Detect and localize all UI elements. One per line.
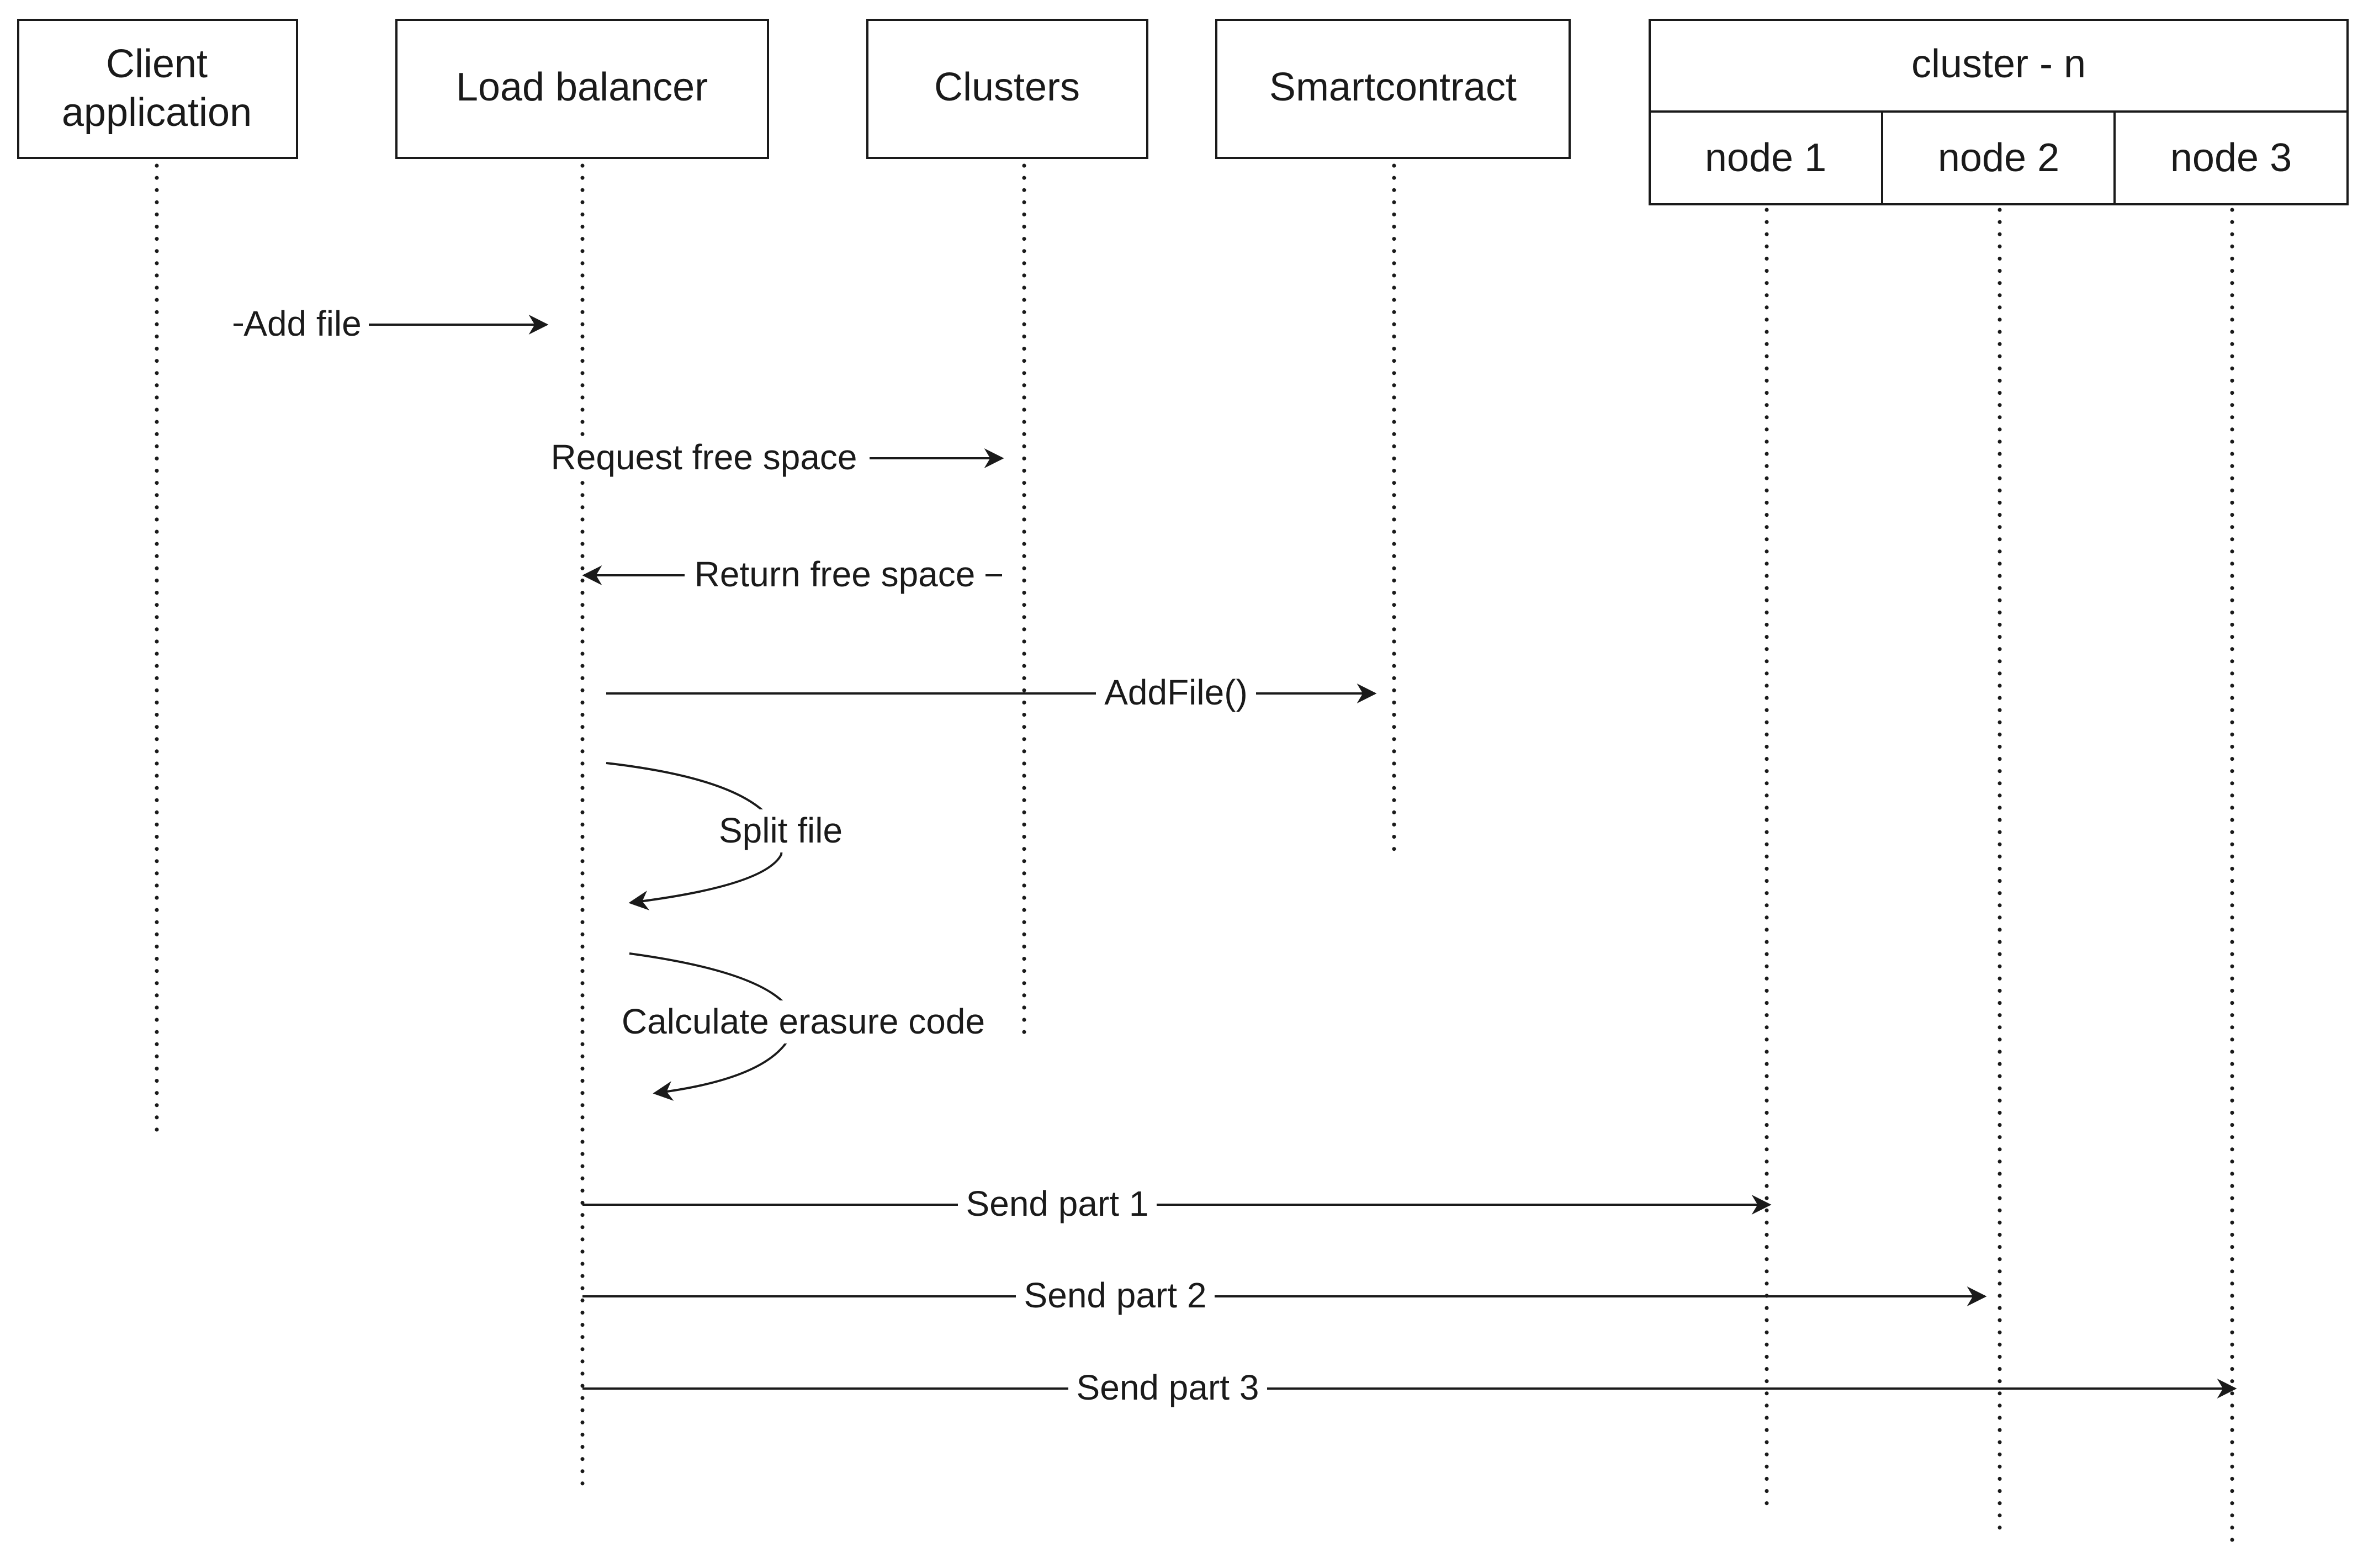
message-calculate-erasure-code-label: Calculate erasure code — [622, 1002, 985, 1041]
message-send-part-1: Send part 1 — [582, 1183, 1772, 1226]
participant-client-label-line2: application — [62, 91, 252, 135]
message-send-part-3: Send part 3 — [582, 1366, 2237, 1410]
node-3-label: node 3 — [2170, 136, 2292, 180]
message-split-file-label: Split file — [719, 811, 843, 850]
participant-load-balancer: Load balancer — [395, 19, 769, 159]
message-send-part-2: Send part 2 — [582, 1274, 1987, 1317]
message-send-part-1-label: Send part 1 — [966, 1184, 1149, 1223]
node-1-label: node 1 — [1705, 136, 1826, 180]
participant-smartcontract-label: Smartcontract — [1269, 65, 1517, 109]
participant-client-label-line1: Client — [106, 42, 208, 86]
message-request-free-space-label: Request free space — [551, 437, 857, 477]
message-return-free-space: Return free space — [582, 553, 1002, 596]
participant-client: Client application — [17, 19, 298, 159]
message-addfile-call-label: AddFile() — [1104, 672, 1248, 712]
message-request-free-space: Request free space — [538, 436, 1004, 479]
message-send-part-2-label: Send part 2 — [1024, 1275, 1207, 1315]
participant-load-balancer-label: Load balancer — [456, 65, 708, 109]
participant-clusters-label: Clusters — [934, 65, 1080, 109]
message-add-file-label: Add file — [243, 304, 361, 343]
message-send-part-3-label: Send part 3 — [1077, 1368, 1259, 1407]
node-2-label: node 2 — [1938, 136, 2059, 180]
participant-cluster-group: cluster - n node 1 node 2 node 3 — [1649, 19, 2349, 205]
participant-smartcontract: Smartcontract — [1215, 19, 1571, 159]
message-calculate-erasure-code: Calculate erasure code — [607, 952, 999, 1101]
participant-clusters: Clusters — [866, 19, 1148, 159]
message-add-file: Add file — [234, 303, 549, 346]
message-addfile-call: AddFile() — [606, 671, 1377, 714]
message-split-file: Split file — [606, 762, 852, 910]
cluster-group-title: cluster - n — [1911, 42, 2086, 86]
message-return-free-space-label: Return free space — [695, 554, 976, 594]
